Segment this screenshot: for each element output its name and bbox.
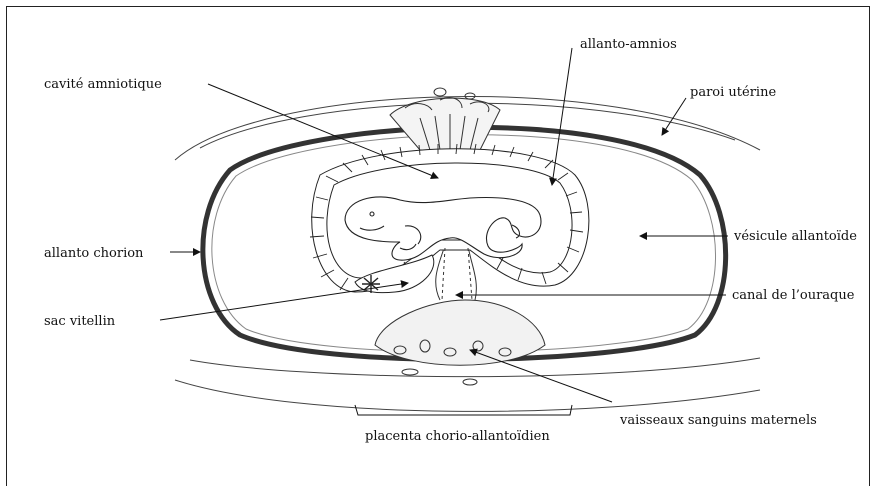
label-placenta: placenta chorio-allantoïdien xyxy=(365,429,550,444)
label-cavite-amniotique: cavité amniotique xyxy=(44,77,162,92)
label-canal-ouraque: canal de l’ouraque xyxy=(732,288,855,303)
label-paroi-uterine: paroi utérine xyxy=(690,85,776,100)
label-vesicule-allantoide: vésicule allantoïde xyxy=(733,229,857,244)
label-allanto-amnios: allanto-amnios xyxy=(580,37,677,52)
label-vaisseaux-sanguins: vaisseaux sanguins maternels xyxy=(619,413,817,428)
label-allanto-chorion: allanto chorion xyxy=(44,246,144,261)
pointer-sac-vitellin xyxy=(160,283,408,320)
label-sac-vitellin: sac vitellin xyxy=(44,314,116,329)
allantoic-duct xyxy=(442,248,472,300)
pointer-allanto-amnios xyxy=(552,48,572,185)
